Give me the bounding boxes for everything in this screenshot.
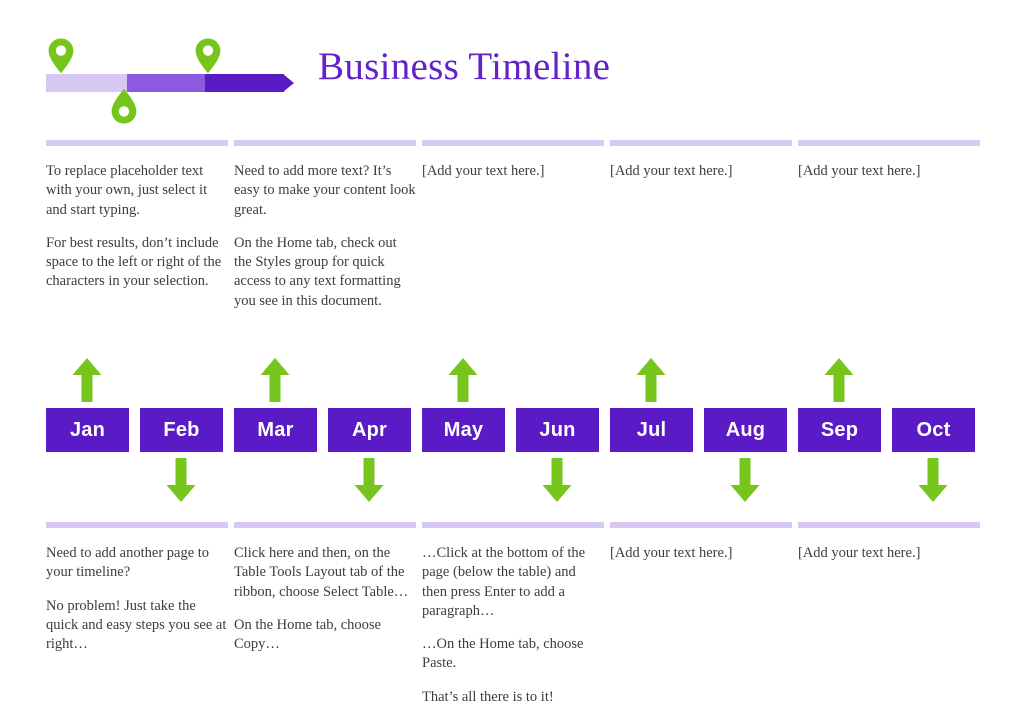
month-group-4: Jul Aug xyxy=(610,350,796,510)
top-column-5: [Add your text here.] xyxy=(798,140,980,181)
pin-marker-start-icon xyxy=(48,38,74,74)
column-rule xyxy=(422,140,604,146)
paragraph: …On the Home tab, choose Paste. xyxy=(422,636,584,672)
month-button-apr[interactable]: Apr xyxy=(328,408,411,452)
month-button-mar[interactable]: Mar xyxy=(234,408,317,452)
top-column-3: [Add your text here.] xyxy=(422,140,604,181)
arrow-up-icon xyxy=(260,358,290,402)
month-group-3: May Jun xyxy=(422,350,608,510)
paragraph: [Add your text here.] xyxy=(422,163,545,179)
paragraph: …Click at the bottom of the page (below … xyxy=(422,545,586,619)
month-group-2: Mar Apr xyxy=(234,350,420,510)
timeline-segment-3 xyxy=(205,74,284,92)
column-rule xyxy=(46,522,228,528)
top-column-2: Need to add more text? It’s easy to make… xyxy=(234,140,416,311)
arrow-down-icon xyxy=(730,458,760,502)
bottom-column-1: Need to add another page to your timelin… xyxy=(46,522,228,654)
arrow-down-icon xyxy=(542,458,572,502)
top-column-4: [Add your text here.] xyxy=(610,140,792,181)
column-rule xyxy=(422,522,604,528)
timeline-arrowhead-icon xyxy=(283,74,294,92)
pin-marker-mid-top-icon xyxy=(195,38,221,74)
arrow-up-icon xyxy=(448,358,478,402)
arrow-up-icon xyxy=(636,358,666,402)
column-rule xyxy=(610,522,792,528)
paragraph: [Add your text here.] xyxy=(798,545,921,561)
column-rule xyxy=(234,140,416,146)
month-button-feb[interactable]: Feb xyxy=(140,408,223,452)
month-button-sep[interactable]: Sep xyxy=(798,408,881,452)
arrow-up-icon xyxy=(72,358,102,402)
month-button-jul[interactable]: Jul xyxy=(610,408,693,452)
arrow-down-icon xyxy=(354,458,384,502)
header-banner: Business Timeline xyxy=(0,0,1024,130)
column-rule xyxy=(46,140,228,146)
month-group-5: Sep Oct xyxy=(798,350,984,510)
timeline-logo xyxy=(46,38,298,130)
paragraph: No problem! Just take the quick and easy… xyxy=(46,597,227,653)
column-rule xyxy=(610,140,792,146)
paragraph: Need to add more text? It’s easy to make… xyxy=(234,163,416,218)
paragraph: To replace placeholder text with your ow… xyxy=(46,163,208,218)
month-button-aug[interactable]: Aug xyxy=(704,408,787,452)
bottom-column-3: …Click at the bottom of the page (below … xyxy=(422,522,604,707)
pin-marker-mid-bottom-icon xyxy=(111,88,137,124)
paragraph: On the Home tab, check out the Styles gr… xyxy=(234,234,401,309)
month-button-jun[interactable]: Jun xyxy=(516,408,599,452)
paragraph: For best results, don’t include space to… xyxy=(46,234,222,290)
timeline-segment-2 xyxy=(127,74,205,92)
paragraph: Need to add another page to your timelin… xyxy=(46,545,210,581)
arrow-down-icon xyxy=(918,458,948,502)
paragraph: [Add your text here.] xyxy=(610,163,733,179)
timeline-segment-1 xyxy=(46,74,127,92)
column-rule xyxy=(798,522,980,528)
paragraph: [Add your text here.] xyxy=(610,545,733,561)
bottom-column-2: Click here and then, on the Table Tools … xyxy=(234,522,416,654)
arrow-up-icon xyxy=(824,358,854,402)
paragraph: On the Home tab, choose Copy… xyxy=(234,616,381,653)
month-group-1: Jan Feb xyxy=(46,350,232,510)
column-rule xyxy=(798,140,980,146)
bottom-column-5: [Add your text here.] xyxy=(798,522,980,563)
top-column-1: To replace placeholder text with your ow… xyxy=(46,140,228,292)
month-button-jan[interactable]: Jan xyxy=(46,408,129,452)
timeline-bar xyxy=(46,74,294,92)
paragraph: [Add your text here.] xyxy=(798,163,921,179)
month-strip: Jan Feb Mar Apr May Jun xyxy=(0,350,1024,510)
column-rule xyxy=(234,522,416,528)
page-title: Business Timeline xyxy=(318,45,611,88)
paragraph: That’s all there is to it! xyxy=(422,688,554,705)
paragraph: Click here and then, on the Table Tools … xyxy=(234,545,409,600)
arrow-down-icon xyxy=(166,458,196,502)
bottom-column-4: [Add your text here.] xyxy=(610,522,792,563)
month-button-may[interactable]: May xyxy=(422,408,505,452)
month-button-oct[interactable]: Oct xyxy=(892,408,975,452)
